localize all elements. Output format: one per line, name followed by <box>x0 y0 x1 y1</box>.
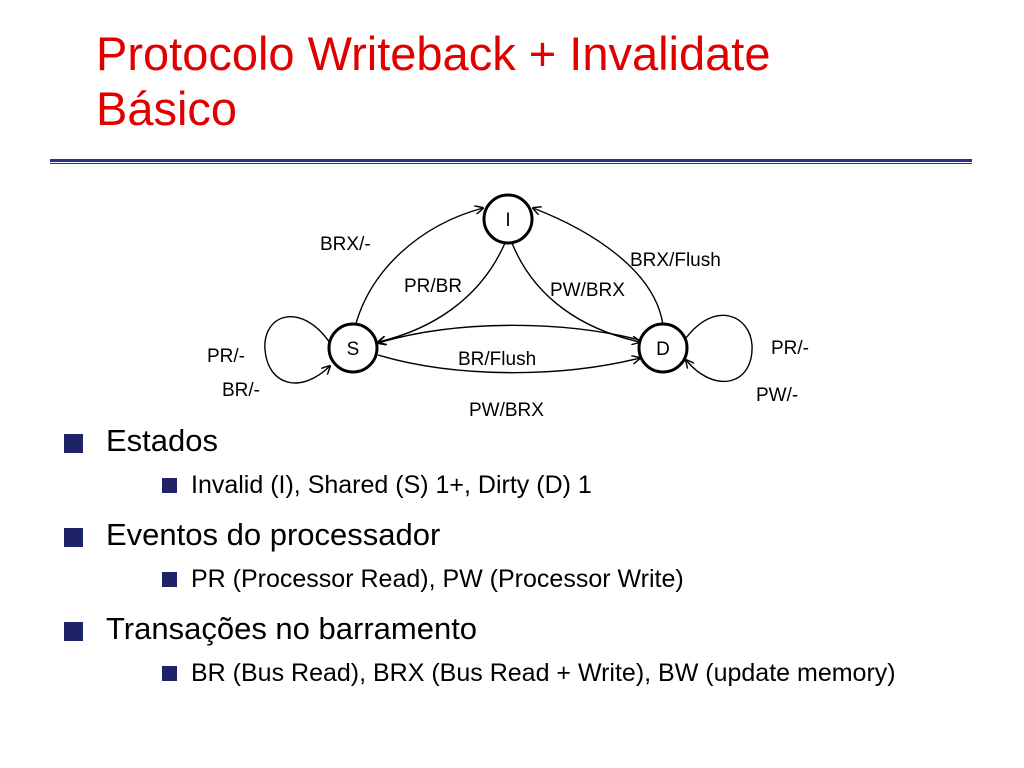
sub-bullet-transacoes: BR (Bus Read), BRX (Bus Read + Write), B… <box>106 656 962 690</box>
bullet-marker <box>64 434 83 453</box>
bullet-list: Estados Invalid (I), Shared (S) 1+, Dirt… <box>62 422 962 704</box>
edge-d-self-loop <box>686 314 753 383</box>
sub-bullet-text: Invalid (I), Shared (S) 1+, Dirty (D) 1 <box>191 471 592 499</box>
edge-d-to-i <box>533 208 664 326</box>
label-s-self-pr: PR/- <box>207 346 245 367</box>
sub-bullet-marker <box>162 478 177 493</box>
sub-bullet-marker <box>162 666 177 681</box>
state-shared: S <box>327 322 379 374</box>
state-shared-label: S <box>347 339 360 360</box>
sub-bullet-text: BR (Bus Read), BRX (Bus Read + Write), B… <box>191 659 896 687</box>
bullet-text: Eventos do processador <box>106 517 441 552</box>
bullet-eventos: Eventos do processador PR (Processor Rea… <box>62 516 962 596</box>
sub-bullet-text: PR (Processor Read), PW (Processor Write… <box>191 565 684 593</box>
bullet-marker <box>64 528 83 547</box>
label-d-self-pw: PW/- <box>756 385 798 406</box>
edge-i-to-s <box>378 242 506 342</box>
edge-s-self-loop <box>264 316 330 384</box>
label-i-to-d: PW/BRX <box>550 280 625 301</box>
edge-d-to-s <box>378 324 641 343</box>
state-invalid-label: I <box>505 210 510 231</box>
title-divider <box>50 159 972 164</box>
bullet-marker <box>64 622 83 641</box>
label-s-to-i: BRX/- <box>320 234 371 255</box>
edge-s-to-d <box>377 354 640 374</box>
bullet-text: Transações no barramento <box>106 611 478 646</box>
bullet-transacoes: Transações no barramento BR (Bus Read), … <box>62 610 962 690</box>
label-d-to-s: BR/Flush <box>458 349 536 370</box>
label-d-self-pr: PR/- <box>771 338 809 359</box>
sub-bullet-estados: Invalid (I), Shared (S) 1+, Dirty (D) 1 <box>106 468 962 502</box>
sub-bullet-marker <box>162 572 177 587</box>
slide-title-line2: Básico <box>96 82 238 135</box>
state-dirty-label: D <box>656 339 670 360</box>
label-s-self-br: BR/- <box>222 380 260 401</box>
slide-title: Protocolo Writeback + Invalidate Básico <box>96 26 996 136</box>
label-i-to-s: PR/BR <box>404 276 462 297</box>
edge-i-to-d <box>511 242 640 342</box>
bullet-text: Estados <box>106 423 219 458</box>
state-dirty: D <box>637 322 689 374</box>
state-diagram: I S D BRX/- BRX/Flush PR/BR PW/BRX PR/- … <box>207 193 809 421</box>
sub-bullet-eventos: PR (Processor Read), PW (Processor Write… <box>106 562 962 596</box>
state-invalid: I <box>482 193 534 245</box>
label-d-to-i: BRX/Flush <box>630 250 721 271</box>
bullet-estados: Estados Invalid (I), Shared (S) 1+, Dirt… <box>62 422 962 502</box>
label-s-to-d: PW/BRX <box>469 400 544 421</box>
edge-s-to-i <box>354 208 483 328</box>
slide-title-line1: Protocolo Writeback + Invalidate <box>96 27 771 80</box>
